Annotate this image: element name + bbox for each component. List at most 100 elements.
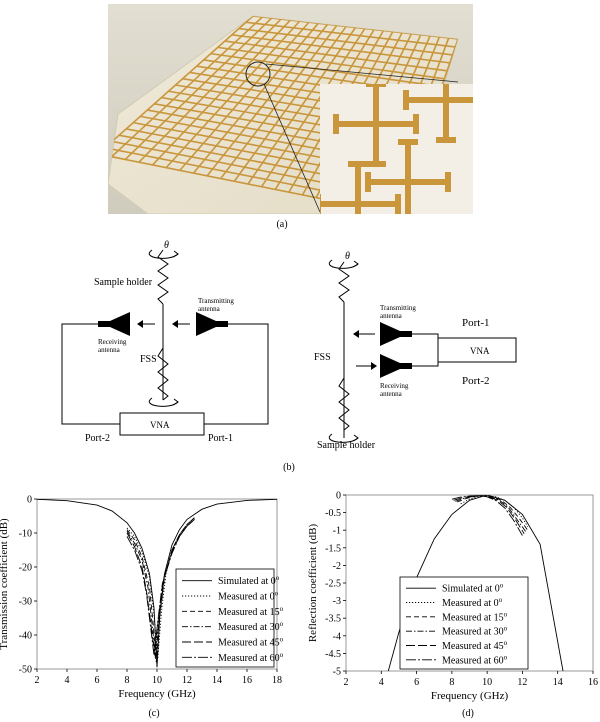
- reflection-x-tick-label: 4: [379, 677, 384, 688]
- transmission-legend-label: Measured at 60o: [218, 651, 284, 664]
- right-vna-box: [437, 337, 517, 363]
- right-vna-label: VNA: [470, 346, 490, 356]
- transmission-x-axis-label: Frequency (GHz): [118, 688, 196, 700]
- caption-d: (d): [462, 708, 474, 719]
- reflection-x-tick-label: 14: [553, 677, 563, 688]
- reflection-y-tick-label: -5: [333, 667, 341, 678]
- reflection-y-tick-label: -2.5: [325, 579, 341, 590]
- svg-text:antenna: antenna: [380, 312, 403, 320]
- reflection-x-tick-label: 6: [414, 677, 419, 688]
- transmission-x-tick-label: 18: [272, 675, 282, 686]
- reflection-legend: [399, 576, 529, 670]
- right-sample-holder-label: Sample holder: [317, 440, 376, 451]
- reflection-y-tick-label: -3: [333, 596, 341, 607]
- right-receiving-label: Receiving: [380, 382, 409, 390]
- fss-grid-pattern: [108, 16, 458, 214]
- right-sample-holder-zigzag: [338, 261, 350, 303]
- reflection-y-tick-label: -1: [333, 526, 341, 537]
- fss-photo: [108, 4, 473, 214]
- left-port2-label: Port-2: [85, 433, 110, 444]
- right-theta: θ: [345, 251, 350, 262]
- transmission-x-tick-label: 2: [35, 675, 40, 686]
- reflection-chart: 2 4 6 8 10 12 14 16 0 -0.5 -1 -1.5 -2 -2.5 -3 -3.5 -4 -4.…: [307, 491, 598, 703]
- transmission-legend-label: Simulated at 0o: [218, 574, 280, 587]
- reflection-x-tick-label: 10: [482, 677, 492, 688]
- reflection-series-2: [457, 495, 529, 531]
- transmission-legend-label: Measured at 0o: [218, 590, 279, 603]
- transmission-series-0: [37, 499, 277, 668]
- reflection-y-tick-label: -4: [333, 631, 341, 642]
- left-sample-holder-label: Sample holder: [94, 277, 153, 288]
- transmission-x-tick-label: 10: [152, 675, 162, 686]
- transmission-legend-label: Measured at 15o: [218, 605, 284, 618]
- right-transmitting-label: Transmitting: [380, 304, 416, 312]
- reflection-y-tick-label: -4.5: [325, 649, 341, 660]
- caption-a: (a): [276, 219, 288, 230]
- reflection-legend-label: Measured at 45o: [442, 639, 508, 652]
- left-receiving-antenna: [98, 312, 130, 336]
- transmission-x-tick-label: 16: [242, 675, 252, 686]
- transmission-x-tick-label: 14: [212, 675, 222, 686]
- caption-c: (c): [148, 708, 160, 719]
- zoom-inset: [320, 84, 473, 214]
- left-fss-zigzag: [157, 347, 169, 401]
- transmission-x-tick-label: 4: [65, 675, 70, 686]
- right-receiving-antenna: [380, 354, 412, 378]
- reflection-legend-label: Measured at 30o: [442, 625, 508, 638]
- transmission-x-tick-label: 6: [95, 675, 100, 686]
- reflection-series-3: [455, 495, 527, 533]
- left-vna-box: [119, 412, 205, 436]
- reflection-series-1: [460, 495, 529, 527]
- left-wire: [61, 323, 120, 425]
- reflection-legend-label: Measured at 15o: [442, 610, 508, 623]
- transmission-y-axis-label: Transmission coefficient (dB): [0, 518, 10, 650]
- reflection-y-tick-label: -1.5: [325, 543, 341, 554]
- reflection-series-4: [453, 495, 525, 534]
- left-vna-label: VNA: [150, 420, 170, 430]
- left-transmitting-antenna: [196, 312, 228, 336]
- left-transmitting-label: Transmitting: [198, 297, 234, 305]
- transmission-x-tick-label: 8: [125, 675, 130, 686]
- transmission-x-tick-label: 12: [182, 675, 192, 686]
- reflection-y-tick-label: 0: [336, 491, 341, 502]
- reflection-x-axis-label: Frequency (GHz): [431, 690, 509, 702]
- caption-b: (b): [283, 462, 295, 473]
- right-fss-zigzag: [338, 377, 350, 431]
- reflection-y-tick-label: -0.5: [325, 508, 341, 519]
- reflection-legend-label: Measured at 0o: [442, 596, 503, 609]
- reflection-y-tick-label: -2: [333, 561, 341, 572]
- right-wire-top: [412, 333, 439, 338]
- magnifier-circle: [245, 61, 271, 87]
- transmission-legend-label: Measured at 30o: [218, 620, 284, 633]
- transmission-y-tick-label: -20: [19, 563, 32, 574]
- transmission-y-tick-label: -40: [19, 631, 32, 642]
- transmission-series-2: [126, 517, 195, 663]
- left-fss-label: FSS: [140, 354, 157, 365]
- reflection-y-tick-label: -3.5: [325, 614, 341, 625]
- reflection-y-axis-label: Reflection coefficient (dB): [307, 524, 319, 643]
- left-port1-label: Port-1: [208, 433, 233, 444]
- svg-text:antenna: antenna: [380, 390, 403, 398]
- reflection-x-tick-label: 12: [517, 677, 527, 688]
- reflection-legend-label: Simulated at 0o: [442, 582, 504, 595]
- transmission-series-4: [126, 519, 195, 656]
- transmission-y-tick-label: 0: [27, 495, 32, 506]
- left-receiving-label: Receiving: [98, 338, 127, 346]
- left-sample-holder-zigzag: [157, 249, 169, 305]
- right-wire-bottom: [412, 362, 439, 367]
- svg-text:antenna: antenna: [98, 346, 121, 354]
- transmission-legend-label: Measured at 45o: [218, 636, 284, 649]
- reflection-x-tick-label: 8: [449, 677, 454, 688]
- reflection-x-tick-label: 2: [344, 677, 349, 688]
- transmission-y-tick-label: -30: [19, 597, 32, 608]
- reflection-x-tick-label: 16: [588, 677, 598, 688]
- svg-text:antenna: antenna: [198, 305, 221, 313]
- reflection-series-5: [451, 495, 523, 536]
- setup-diagrams: θ Sample holder Transmitting antenna Rec…: [61, 240, 517, 451]
- transmission-series-3: [126, 517, 195, 659]
- right-port1-label: Port-1: [462, 317, 490, 329]
- right-transmitting-antenna: [380, 322, 412, 346]
- reflection-legend-label: Measured at 60o: [442, 653, 508, 666]
- transmission-series-5: [126, 519, 195, 656]
